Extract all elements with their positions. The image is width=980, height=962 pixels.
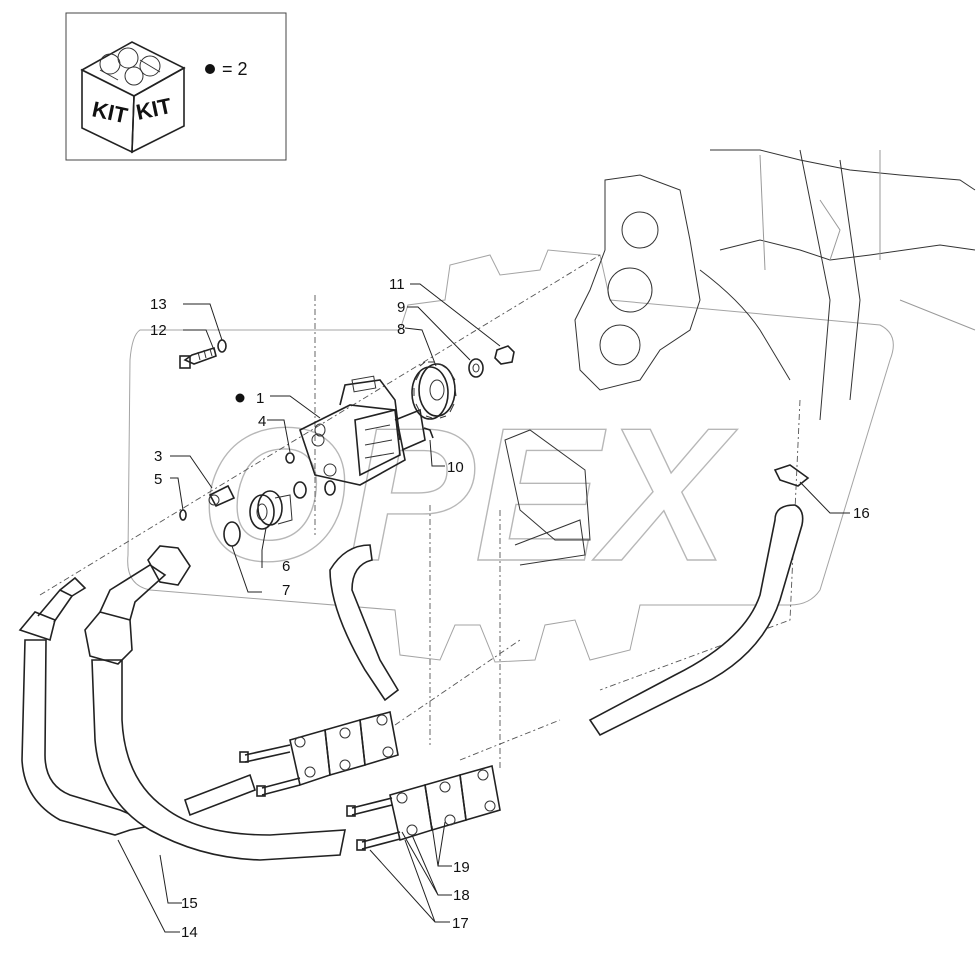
leader-lines	[117, 283, 850, 933]
callout-11: 11	[389, 276, 405, 293]
kit-cube-icon	[80, 41, 186, 154]
callout-10: 10	[447, 459, 464, 476]
callout-7: 7	[282, 582, 290, 599]
kit-legend-box: KIT KIT = 2	[65, 12, 287, 161]
callout-6: 6	[282, 558, 290, 575]
callout-18: 18	[453, 887, 470, 904]
kit-quantity-text: = 2	[222, 59, 248, 79]
kit-marker-dot-icon	[235, 393, 245, 403]
hydraulic-hoses	[18, 429, 810, 861]
callout-4: 4	[258, 413, 266, 430]
assembly-centerlines	[39, 254, 801, 770]
watermark-text: OPEX	[200, 389, 738, 601]
hose-clamp-set-lower	[346, 764, 501, 851]
callout-13: 13	[150, 296, 167, 313]
callout-5: 5	[154, 471, 162, 488]
callout-labels: 1 3 4 5 6 7 8 9 10 11 12 13 14 15 16 17 …	[150, 276, 870, 941]
hardware-parts	[179, 339, 515, 547]
callout-9: 9	[397, 299, 405, 316]
callout-14: 14	[181, 924, 198, 941]
callout-12: 12	[150, 322, 167, 339]
callout-19: 19	[453, 859, 470, 876]
hydraulic-pump	[299, 375, 426, 486]
callout-8: 8	[397, 321, 405, 338]
callout-3: 3	[154, 448, 162, 465]
kit-dot-icon	[205, 64, 215, 74]
callout-17: 17	[452, 915, 469, 932]
callout-15: 15	[181, 895, 198, 912]
callout-1: 1	[256, 390, 264, 407]
hose-clamp-set-upper	[239, 711, 399, 797]
drive-gear	[411, 361, 457, 420]
engine-housing-drawing	[574, 149, 976, 421]
callout-16: 16	[853, 505, 870, 522]
